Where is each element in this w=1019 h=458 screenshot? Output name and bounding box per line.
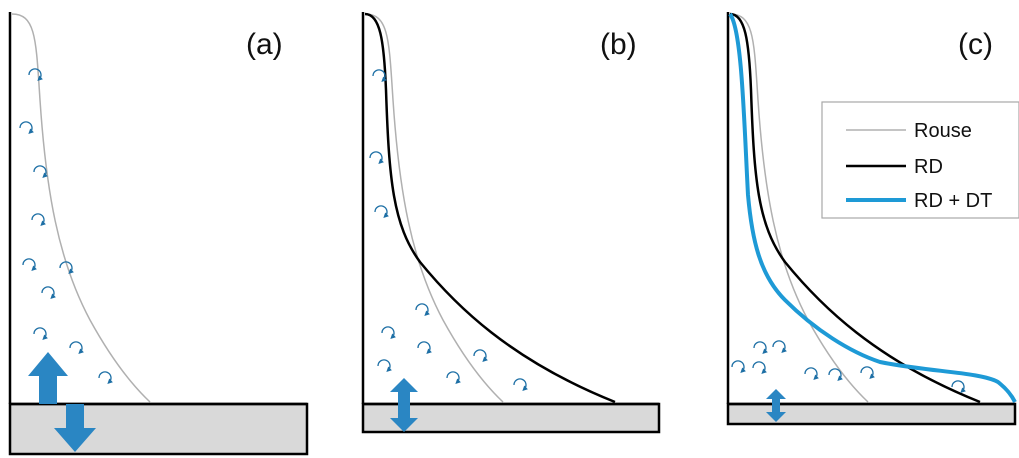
legend-label-rouse: Rouse xyxy=(914,120,972,142)
eddy-icon xyxy=(59,261,74,275)
rouse-profile-curve xyxy=(364,13,504,403)
eddy-icon xyxy=(33,327,48,341)
eddy-icon xyxy=(19,121,34,135)
eddy-icon xyxy=(804,367,819,381)
eddy-icon xyxy=(417,341,432,355)
eddy-icon xyxy=(31,213,46,227)
panel-label-b: (b) xyxy=(600,28,637,61)
eddy-icon xyxy=(753,341,768,355)
eddy-icon xyxy=(98,371,113,385)
bidirectional-arrow-icon xyxy=(766,389,786,422)
rd-profile-curve xyxy=(364,12,616,404)
eddy-icon xyxy=(951,380,966,394)
rd-dt-profile-curve xyxy=(728,12,1017,403)
eddy-icon xyxy=(446,371,461,385)
eddy-icon xyxy=(772,340,787,354)
eddy-icon xyxy=(33,165,48,179)
panel-b: (b) xyxy=(361,12,661,434)
eddy-icon xyxy=(752,361,767,375)
legend-item-rd: RD xyxy=(846,156,943,178)
legend-item-rd-dt: RD + DT xyxy=(846,190,992,212)
legend-item-rouse: Rouse xyxy=(846,120,972,142)
eddy-icon xyxy=(473,349,488,363)
eddy-icon xyxy=(860,366,875,380)
upward-arrow-icon xyxy=(28,352,68,404)
downward-arrow-icon xyxy=(54,404,96,452)
eddy-icon xyxy=(377,359,392,373)
legend: Rouse RD RD + DT xyxy=(821,101,1019,219)
eddy-icon xyxy=(381,326,396,340)
eddy-icon xyxy=(374,205,389,219)
panel-c: (c) Rouse RD RD + DT xyxy=(726,12,1019,426)
eddy-icon xyxy=(28,68,43,82)
eddy-icon xyxy=(415,303,430,317)
rouse-profile-curve xyxy=(11,13,151,403)
rouse-profile-curve xyxy=(729,13,869,403)
legend-label-rd: RD xyxy=(914,156,943,178)
eddy-icon xyxy=(22,258,37,272)
eddy-icons xyxy=(731,340,966,394)
panel-label-a: (a) xyxy=(246,28,283,61)
panel-a: (a) xyxy=(8,12,309,456)
panel-label-c: (c) xyxy=(958,28,993,61)
eddy-icon xyxy=(731,360,746,374)
eddy-icon xyxy=(41,286,56,300)
eddy-icon xyxy=(828,368,843,382)
eddy-icons xyxy=(369,69,528,392)
eddy-icons xyxy=(19,68,113,385)
eddy-icon xyxy=(69,341,84,355)
rd-profile-curve xyxy=(729,12,981,404)
bidirectional-arrow-icon xyxy=(390,378,418,432)
eddy-icon xyxy=(513,378,528,392)
legend-label-rd-dt: RD + DT xyxy=(914,190,992,212)
bed-layer xyxy=(8,402,309,456)
eddy-icon xyxy=(369,151,384,165)
eddy-icon xyxy=(372,69,387,83)
